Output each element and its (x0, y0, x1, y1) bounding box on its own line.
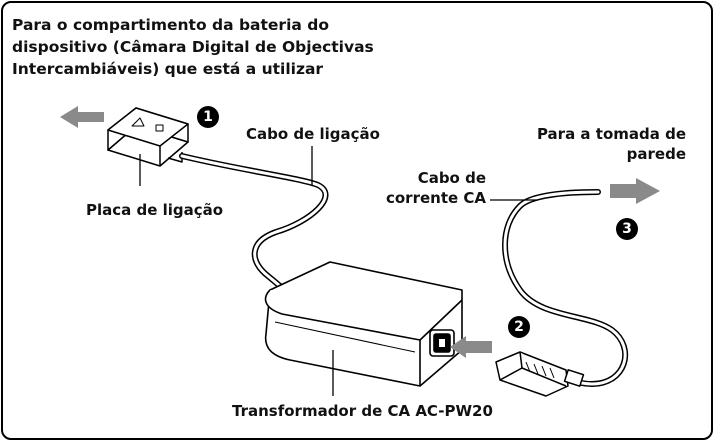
destination-heading: Para o compartimento da bateria do dispo… (12, 14, 482, 80)
insert-direction-arrow (60, 106, 104, 128)
diagram-frame (1, 1, 713, 440)
ac-cable-label-line-2: corrente CA (385, 189, 486, 207)
heading-line-3: Intercambiáveis) que está a utilizar (12, 60, 324, 78)
ac-adaptor-label: Transformador de CA AC-PW20 (232, 402, 493, 420)
heading-line-2: dispositivo (Câmara Digital de Objectiva… (12, 38, 374, 56)
step-2-badge: 2 (508, 316, 530, 338)
heading-line-1: Para o compartimento da bateria do (12, 16, 329, 34)
step-3-badge: 3 (616, 218, 638, 240)
wall-outlet-label-line-1: Para a tomada de (536, 125, 686, 143)
ac-cable-label-line-1: Cabo de (417, 169, 486, 187)
ac-adaptor (264, 261, 463, 387)
wall-outlet-label-line-2: parede (626, 145, 686, 163)
connecting-plate (107, 107, 189, 167)
inlet-direction-arrow (450, 336, 492, 358)
ac-plug (495, 351, 585, 397)
step-1-badge: 1 (197, 106, 219, 128)
wall-outlet-label: Para a tomada de parede (520, 124, 686, 164)
outlet-direction-arrow (610, 178, 660, 204)
ac-cable-label: Cabo de corrente CA (370, 168, 486, 208)
connecting-cable-label: Cabo de ligação (246, 125, 380, 143)
connecting-plate-label: Placa de ligação (86, 201, 224, 219)
